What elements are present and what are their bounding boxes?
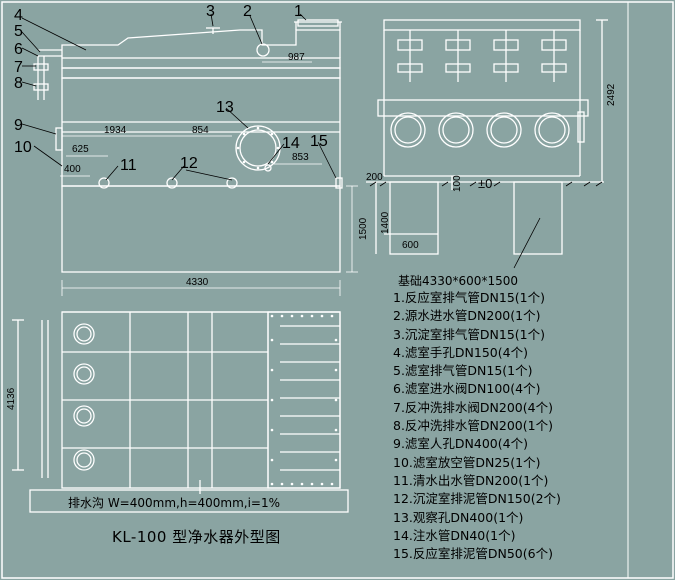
component-legend: 1.反应室排气管DN15(1个) 2.源水进水管DN200(1个) 3.沉淀室排… xyxy=(393,289,653,563)
port-13-bolts xyxy=(236,126,280,170)
dim-100: 100 xyxy=(452,175,463,192)
callout-10: 10 xyxy=(14,139,32,156)
dim-400: 400 xyxy=(64,164,81,175)
dim-600: 600 xyxy=(402,240,419,251)
callout-8: 8 xyxy=(14,75,23,92)
callout-11: 11 xyxy=(120,157,137,174)
drain-note: 排水沟 W=400mm,h=400mm,i=1% xyxy=(68,496,281,510)
legend-item: 9.滤室人孔DN400(4个) xyxy=(393,436,528,452)
legend-item: 6.滤室进水阀DN100(4个) xyxy=(393,381,541,397)
callout-5: 5 xyxy=(14,23,23,40)
plan-bolt-dots xyxy=(270,314,338,486)
legend-item: 2.源水进水管DN200(1个) xyxy=(393,308,541,324)
callout-9: 9 xyxy=(14,117,23,134)
foundation-note: 基础4330*600*1500 xyxy=(398,274,518,288)
callout-13: 13 xyxy=(216,99,234,116)
dim-625: 625 xyxy=(72,144,89,155)
callout-6: 6 xyxy=(14,41,23,58)
legend-item: 11.清水出水管DN200(1个) xyxy=(393,472,549,488)
legend-item: 8.反冲洗排水管DN200(1个) xyxy=(393,418,553,434)
legend-item: 7.反冲洗排水阀DN200(4个) xyxy=(393,399,553,415)
ground-hatch xyxy=(369,181,603,269)
callout-3: 3 xyxy=(206,3,215,20)
dim-1500: 1500 xyxy=(358,217,369,240)
callout-14: 14 xyxy=(282,135,300,152)
ground-level: ±0 xyxy=(478,176,492,191)
legend-item: 4.滤室手孔DN150(4个) xyxy=(393,344,528,360)
callout-leaders xyxy=(21,13,337,181)
dim-1934: 1934 xyxy=(104,125,127,136)
legend-item: 3.沉淀室排气管DN15(1个) xyxy=(393,326,546,342)
side-elevation xyxy=(366,19,608,255)
dim-987: 987 xyxy=(288,52,305,63)
callout-2: 2 xyxy=(243,3,252,20)
legend-item: 10.滤室放空管DN25(1个) xyxy=(393,454,541,470)
dim-200: 200 xyxy=(366,172,383,183)
legend-item: 1.反应室排气管DN15(1个) xyxy=(393,290,546,305)
dim-2492: 2492 xyxy=(606,83,617,106)
dim-853: 853 xyxy=(292,152,309,163)
legend-item: 14.注水管DN40(1个) xyxy=(393,527,516,543)
legend-item: 15.反应室排泥管DN50(6个) xyxy=(393,546,553,562)
callout-12: 12 xyxy=(180,155,198,172)
callout-4: 4 xyxy=(14,7,23,24)
callout-7: 7 xyxy=(14,59,23,76)
legend-item: 13.观察孔DN400(1个) xyxy=(393,509,524,525)
legend-item: 12.沉淀室排泥管DN150(2个) xyxy=(393,491,561,507)
dim-1400: 1400 xyxy=(380,211,391,234)
dim-4136: 4136 xyxy=(6,387,17,410)
callout-1: 1 xyxy=(294,3,303,20)
callout-15: 15 xyxy=(310,133,328,150)
front-elevation xyxy=(33,19,343,273)
front-dim-lines xyxy=(60,61,358,296)
plan-view xyxy=(12,311,349,513)
dim-854: 854 xyxy=(192,125,209,136)
legend-item: 5.滤室排气管DN15(1个) xyxy=(393,363,533,379)
drawing-title: KL-100 型净水器外型图 xyxy=(112,528,281,546)
dim-4330: 4330 xyxy=(186,277,209,288)
